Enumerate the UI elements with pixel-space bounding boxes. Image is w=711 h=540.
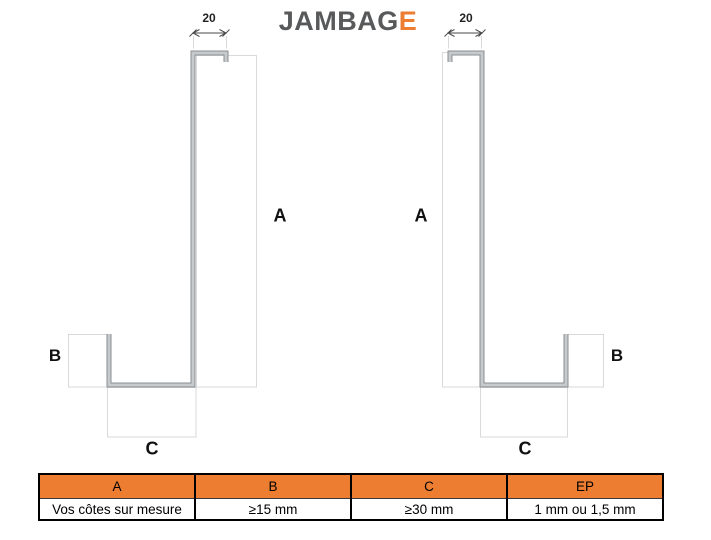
spec-value-b: ≥15 mm — [194, 498, 352, 521]
spec-table-header-row: A B C EP — [38, 473, 664, 499]
left-profile-body — [107, 51, 228, 387]
left-profile-outline — [106, 50, 229, 388]
right-b-extent-box — [567, 334, 604, 388]
right-label-a: A — [414, 205, 428, 226]
left-dim-tick-left — [189, 29, 197, 37]
right-dim-tick-left — [444, 29, 452, 37]
dimension-spec-table: A B C EP Vos côtes sur mesure ≥15 mm ≥30… — [38, 473, 664, 521]
left-label-c: C — [145, 438, 159, 459]
spec-value-a: Vos côtes sur mesure — [38, 498, 196, 521]
page-title-main: JAMBAG — [278, 6, 399, 36]
left-label-b: B — [48, 346, 62, 365]
spec-table-header-a: A — [38, 473, 196, 499]
spec-value-ep: 1 mm ou 1,5 mm — [506, 498, 664, 521]
spec-value-c: ≥30 mm — [350, 498, 508, 521]
right-top-dimension-label: 20 — [459, 11, 473, 25]
right-c-extent-box — [480, 387, 568, 438]
left-top-dimension-label: 20 — [202, 11, 216, 25]
dimension-arrows-group — [189, 29, 486, 37]
right-label-b: B — [610, 346, 624, 365]
left-profile — [106, 50, 229, 388]
left-c-extent-box — [107, 387, 197, 438]
left-b-extent-box — [68, 334, 108, 388]
right-dim-tick-right — [478, 29, 486, 37]
right-profile — [447, 50, 569, 388]
left-label-a: A — [273, 205, 287, 226]
right-profile-body — [448, 51, 568, 387]
spec-table-body-row: Vos côtes sur mesure ≥15 mm ≥30 mm 1 mm … — [38, 498, 664, 521]
left-a-extent-box — [196, 55, 257, 388]
left-dim-tick-right — [222, 29, 230, 37]
spec-table-header-b: B — [194, 473, 352, 499]
construction-lines-group — [68, 36, 604, 438]
page-title-accent-letter: E — [398, 6, 418, 36]
right-a-extent-box — [442, 52, 483, 388]
spec-table-header-ep: EP — [506, 473, 664, 499]
table-row: Vos côtes sur mesure ≥15 mm ≥30 mm 1 mm … — [38, 498, 664, 521]
right-profile-outline — [447, 50, 569, 388]
spec-table-header-c: C — [350, 473, 508, 499]
right-label-c: C — [518, 438, 532, 459]
page-title: JAMBAGE — [0, 7, 696, 35]
